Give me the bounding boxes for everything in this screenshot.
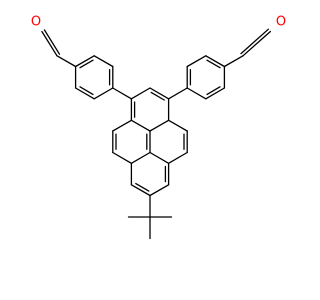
bond-c10b-c10a: [130, 119, 151, 132]
double-bond-ra3-ra4: [206, 59, 221, 69]
bond-c3a-c10b: [149, 119, 170, 132]
bond-right-formyl-carbon: [223, 55, 244, 68]
bond-c8-c7: [130, 184, 151, 197]
bond-ra6-ra1: [186, 87, 207, 100]
double-bond-la3-la4: [79, 59, 94, 69]
bond-la6-la1: [93, 87, 114, 100]
bond-left-formyl-carbon: [56, 55, 77, 68]
bond-c5-c5a: [167, 151, 188, 164]
bond-c3a-c4: [167, 119, 188, 132]
bond-c9-c8a: [112, 151, 133, 164]
bond-la3-la4: [74, 55, 95, 68]
aldehyde-oxygen-right: O: [276, 15, 286, 30]
bond-left-carbonyl-1: [41, 30, 58, 57]
bond-left-carbonyl-2: [43, 29, 61, 55]
bond-c7-c6: [149, 184, 170, 197]
bond-ra2-ra3: [186, 55, 207, 68]
bond-ra3-ra4: [205, 55, 226, 68]
double-bond-ra5-ra6: [206, 86, 221, 96]
bond-right-carbonyl-1: [242, 30, 272, 57]
molecule-structure-diagram: O O: [30, 14, 287, 240]
bond-left-aryl-attach: [112, 87, 133, 100]
bond-c2-c3: [149, 87, 170, 100]
bond-c10a-c10: [112, 119, 133, 132]
aldehyde-oxygen-left: O: [31, 15, 41, 30]
bond-c5a-c10c: [149, 151, 170, 164]
bond-la5-la6: [74, 87, 95, 100]
double-bond-c8-c7: [135, 182, 150, 192]
bond-ra5-ra6: [205, 87, 226, 100]
bond-layer: [41, 28, 272, 240]
bond-c8a-c10c: [130, 151, 151, 164]
bond-la2-la3: [93, 55, 114, 68]
bond-right-aryl-attach: [167, 87, 188, 100]
bond-c1-c2: [130, 87, 151, 100]
bond-right-carbonyl-2: [240, 28, 270, 55]
double-bond-la5-la6: [79, 86, 94, 96]
double-bond-c2-c3: [150, 91, 165, 101]
